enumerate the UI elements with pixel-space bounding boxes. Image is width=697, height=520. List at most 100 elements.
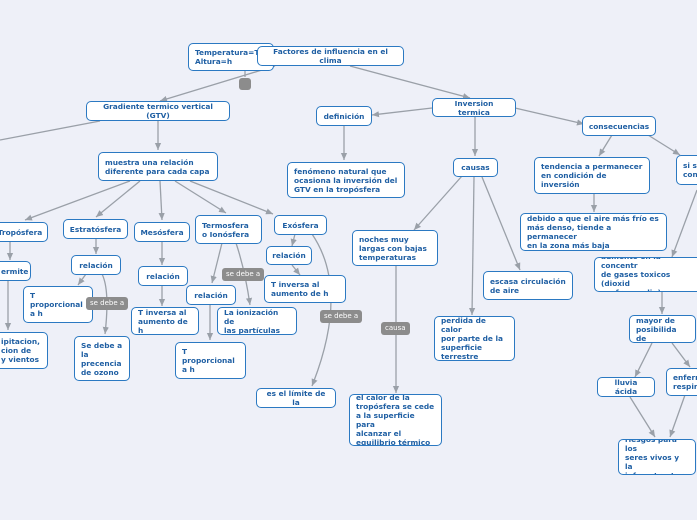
node-gradiente[interactable]: Gradiente termico vertical (GTV): [86, 101, 230, 121]
link-lluvia-riesgos: [629, 396, 656, 438]
link-termo-relacion: [210, 242, 223, 284]
node-t-proporcional-estrato[interactable]: T proporcional a h: [23, 286, 93, 323]
link-muestra-exosfera: [189, 180, 274, 215]
link-muestra-troposfera: [24, 180, 131, 221]
tag-label: se debe a: [324, 312, 359, 320]
collapse-tag[interactable]: [239, 78, 251, 90]
node-perdida[interactable]: perdida de calor por parte de la superfi…: [434, 316, 515, 361]
link-inversion-definicion: [371, 107, 433, 118]
node-label: Mesósfera: [140, 227, 184, 237]
node-label: relación: [146, 271, 180, 281]
link-exo-relacion: [290, 233, 297, 247]
node-label: riesgos para los seres vivos y la infrae…: [625, 439, 689, 475]
node-label: Temperatura=T Altura=h: [195, 48, 260, 66]
node-mayor-posibilidad[interactable]: mayor de posibilida de: [629, 315, 696, 343]
node-noches[interactable]: noches muy largas con bajas temperaturas: [352, 230, 438, 266]
link-enferm-riesgos: [669, 394, 686, 438]
node-inversion-termica[interactable]: Inversion termica: [432, 98, 516, 117]
node-label: Factores de influencia en el clima: [273, 47, 388, 65]
node-label: Exósfera: [282, 220, 319, 230]
link-consecuencias-sise: [647, 134, 681, 156]
node-relacion-exo[interactable]: relación: [266, 246, 312, 265]
node-mesosfera[interactable]: Mesósfera: [134, 222, 190, 242]
node-aumento-gases[interactable]: aumento en la concentr de gases toxicos …: [594, 257, 697, 292]
node-t-proporcional-termo[interactable]: T proporcional a h: [175, 342, 246, 379]
node-label: ermite: [1, 266, 29, 276]
link-causas-escasa: [481, 176, 521, 271]
node-limite[interactable]: es el límite de la: [256, 388, 336, 408]
link-inversion-consecuencias: [514, 107, 585, 126]
node-relacion-meso[interactable]: relación: [138, 266, 188, 286]
node-tendencia[interactable]: tendencia a permanecer en condición de i…: [534, 157, 650, 194]
link-causas-perdida: [468, 176, 476, 316]
node-label: enferm respir: [673, 373, 697, 391]
tag-se-debe-a-termo[interactable]: se debe a: [222, 268, 265, 281]
node-label: La ionización de las partículas: [224, 307, 281, 335]
tag-label: causa: [385, 324, 406, 332]
node-label: si s con: [683, 161, 697, 179]
node-t-inversa-exo[interactable]: T inversa al aumento de h: [264, 275, 346, 303]
link-mayor-enferm: [671, 342, 691, 368]
node-termosfera[interactable]: Termosfera o Ionósfera: [195, 215, 262, 244]
node-label: Gradiente termico vertical (GTV): [103, 102, 213, 120]
node-label: Estratósfera: [69, 224, 122, 234]
link-mayor-lluvia: [634, 342, 653, 378]
node-ionizacion[interactable]: La ionización de las partículas: [217, 307, 297, 335]
node-enfermedades[interactable]: enferm respir: [666, 368, 697, 396]
node-ozono[interactable]: Se debe a la precencia de ozono: [74, 336, 130, 381]
node-definicion[interactable]: definición: [316, 106, 372, 126]
node-label: perdida de calor por parte de la superfi…: [441, 316, 504, 361]
node-label: T inversa al aumento de h: [138, 307, 188, 335]
link-relacion-tinversa-exo: [291, 264, 301, 276]
tag-causa[interactable]: causa: [381, 322, 410, 335]
node-calor-troposfera[interactable]: el calor de la tropósfera se cede a la s…: [349, 394, 442, 446]
node-label: tendencia a permanecer en condición de i…: [541, 162, 643, 189]
link-relacion-tprop: [77, 273, 87, 286]
node-label: T inversa al aumento de h: [271, 280, 329, 298]
node-label: relación: [272, 251, 306, 260]
node-label: noches muy largas con bajas temperaturas: [359, 234, 427, 262]
tag-se-debe-a-estrato[interactable]: se debe a: [86, 297, 129, 310]
node-precipitacion[interactable]: ipitacion, cion de y vientos: [0, 332, 48, 369]
node-factores-root[interactable]: Factores de influencia en el clima: [257, 46, 404, 66]
node-label: aumento en la concentr de gases toxicos …: [601, 258, 671, 291]
tag-label: se debe a: [90, 299, 125, 307]
node-label: el calor de la tropósfera se cede a la s…: [356, 394, 435, 446]
node-label: relación: [79, 260, 113, 270]
node-label: lluvia ácida: [614, 378, 638, 396]
node-lluvia-acida[interactable]: lluvia ácida: [597, 377, 655, 397]
node-label: Inversion termica: [454, 98, 494, 117]
node-debido[interactable]: debido a que el aire más frío es más den…: [520, 213, 667, 251]
link-muestra-estratosfera: [95, 180, 141, 218]
node-label: Se debe a la precencia de ozono: [81, 340, 123, 377]
node-relacion-termo[interactable]: relación: [186, 285, 236, 305]
node-label: relación: [194, 290, 228, 300]
node-label: escasa circulación de aire: [490, 276, 566, 295]
tag-se-debe-a-exo[interactable]: se debe a: [320, 310, 363, 323]
node-causas[interactable]: causas: [453, 158, 498, 177]
node-label: muestra una relación diferente para cada…: [105, 157, 210, 176]
node-riesgos[interactable]: riesgos para los seres vivos y la infrae…: [618, 439, 696, 475]
node-exosfera[interactable]: Exósfera: [274, 215, 327, 235]
node-permite[interactable]: ermite: [0, 261, 31, 281]
node-t-inversa-meso[interactable]: T inversa al aumento de h: [131, 307, 199, 335]
tag-label: se debe a: [226, 270, 261, 278]
node-label: ipitacion, cion de y vientos: [1, 337, 40, 364]
link-factores-inversion: [349, 65, 471, 100]
node-muestra[interactable]: muestra una relación diferente para cada…: [98, 152, 218, 181]
link-muestra-mesosfera: [158, 180, 165, 221]
node-estratosfera[interactable]: Estratósfera: [63, 219, 128, 239]
node-troposfera[interactable]: Tropósfera: [0, 222, 48, 242]
node-escasa[interactable]: escasa circulación de aire: [483, 271, 573, 300]
node-consecuencias[interactable]: consecuencias: [582, 116, 656, 136]
node-label: Termosfera o Ionósfera: [202, 220, 250, 239]
node-label: Tropósfera: [0, 227, 43, 237]
link-sise-aumento: [671, 189, 697, 258]
node-relacion-estrato[interactable]: relación: [71, 255, 121, 275]
node-label: consecuencias: [588, 121, 650, 131]
node-label: mayor de posibilida de: [636, 315, 677, 343]
node-label: fenómeno natural que ocasiona la inversi…: [294, 166, 398, 194]
node-si-se[interactable]: si s con: [676, 155, 697, 185]
node-fenomeno[interactable]: fenómeno natural que ocasiona la inversi…: [287, 162, 405, 198]
